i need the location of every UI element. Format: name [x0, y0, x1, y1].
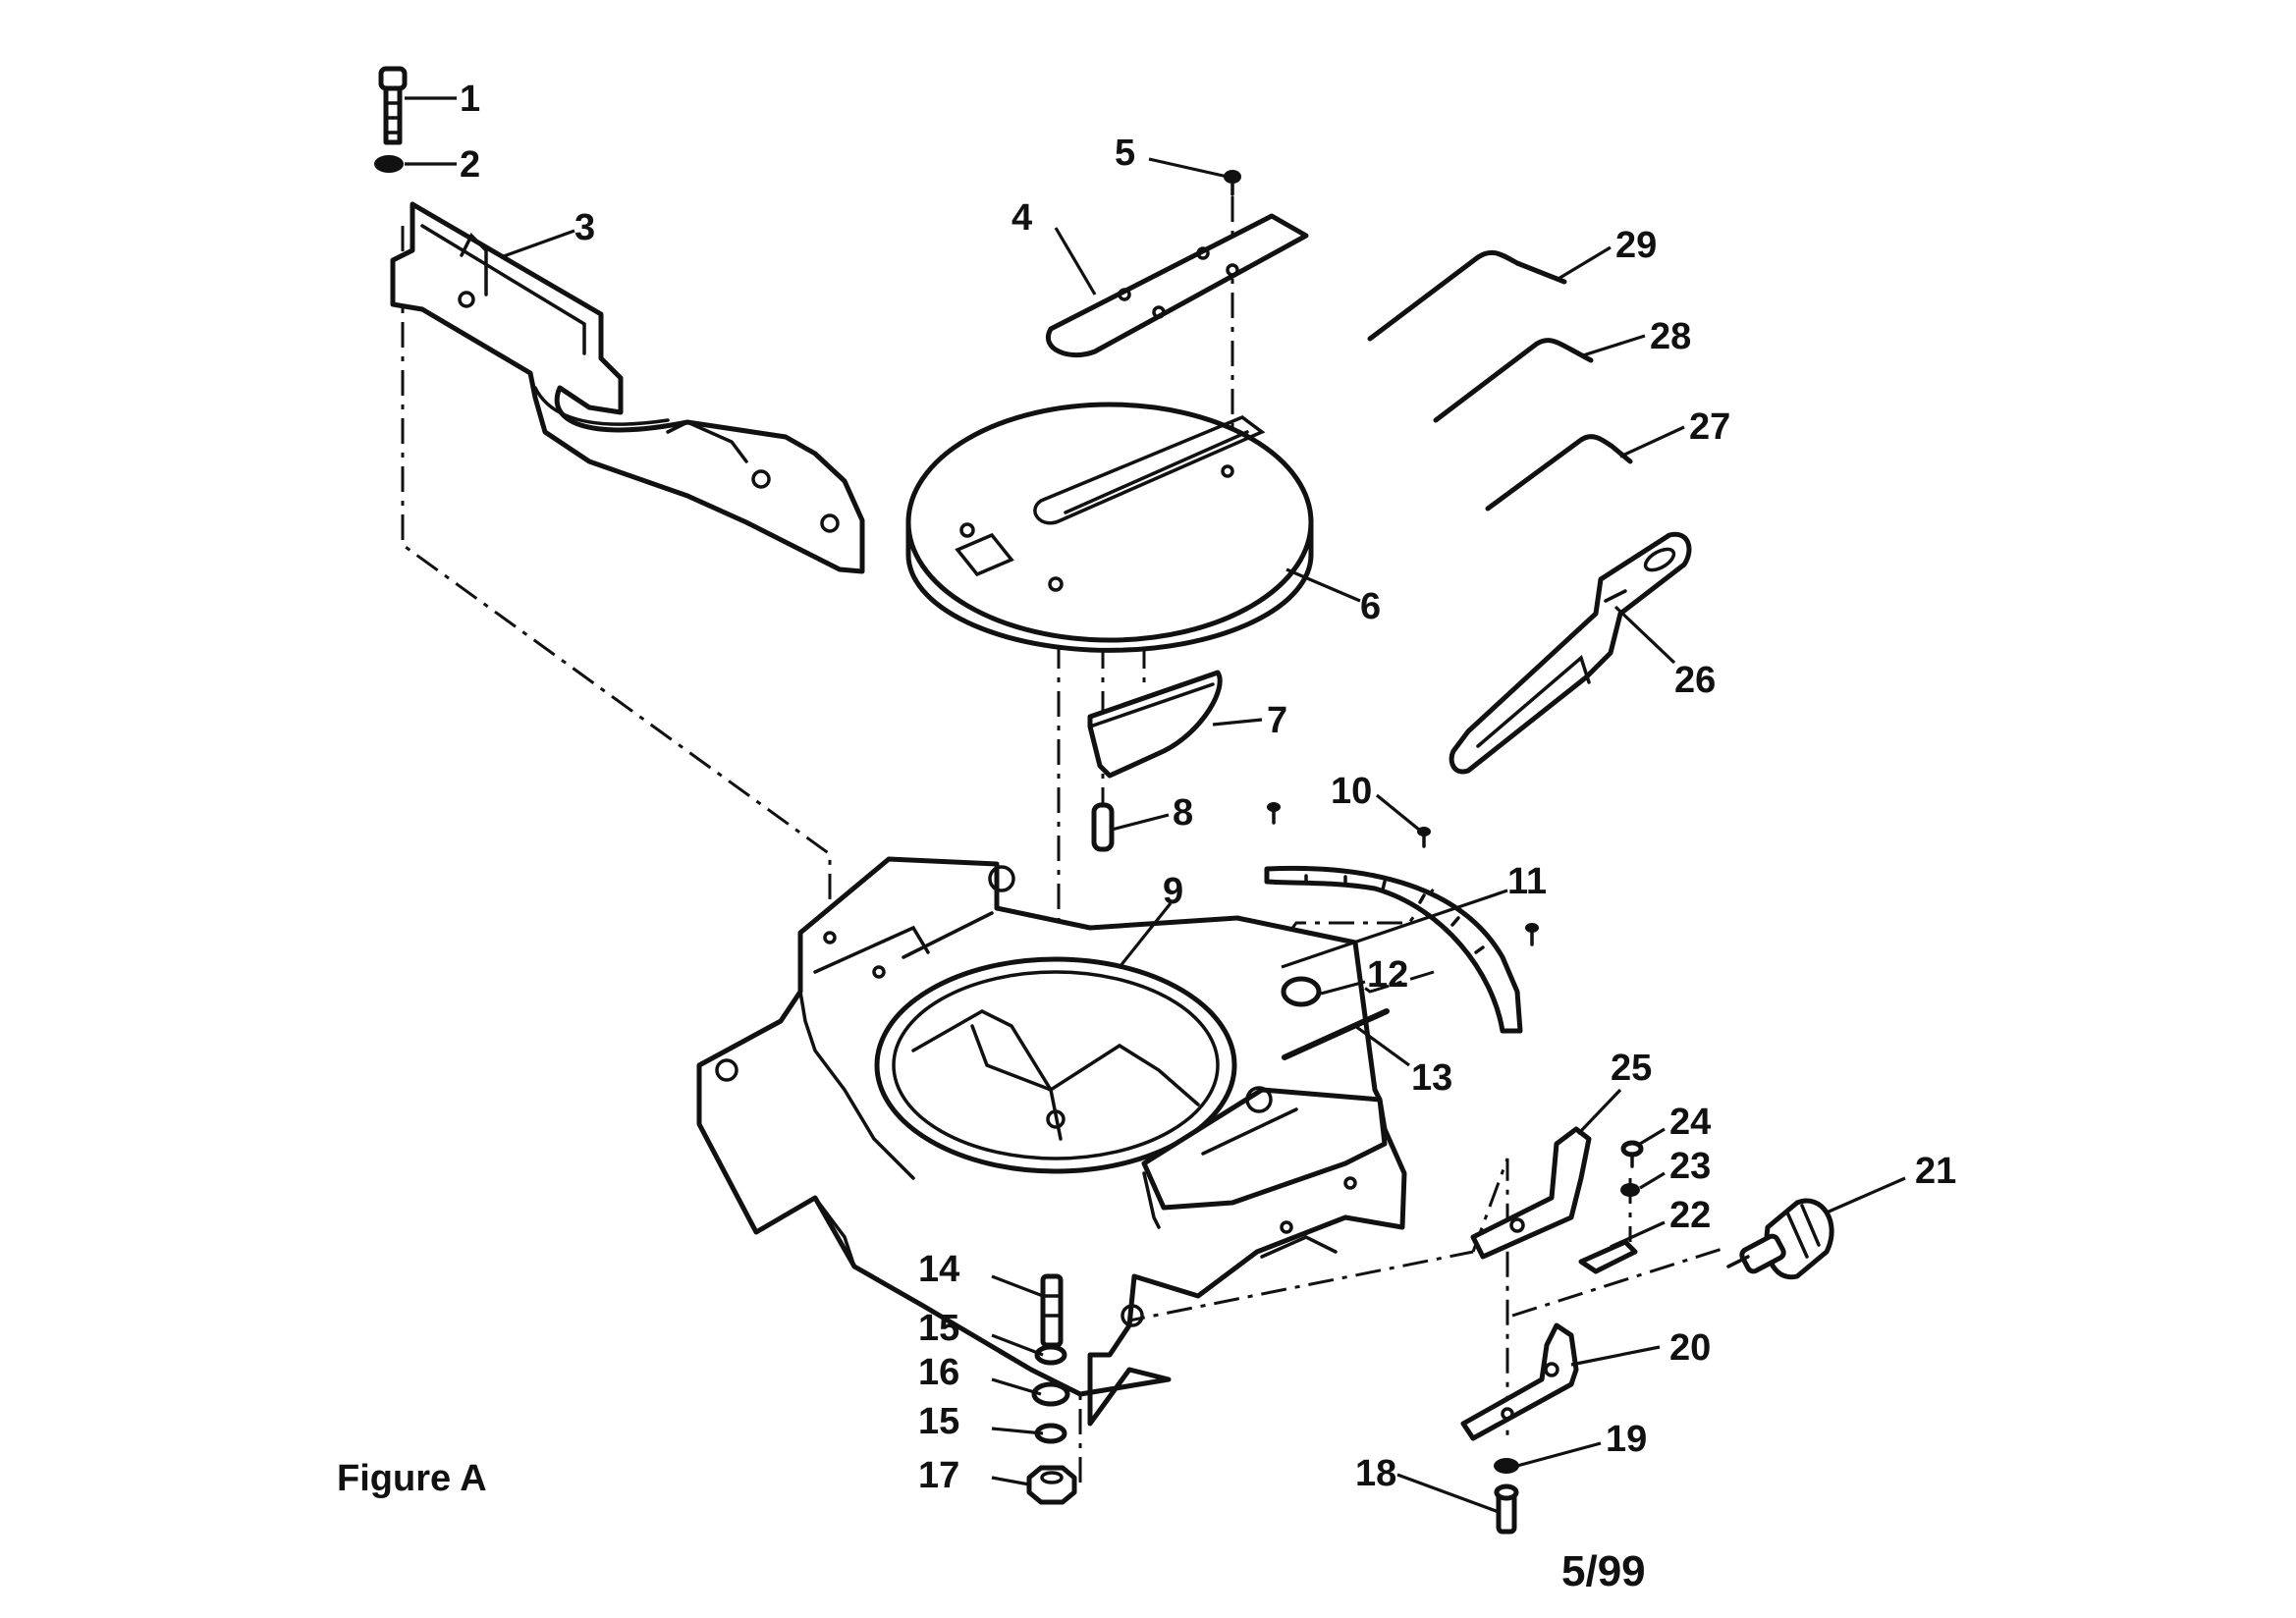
callout-8: 8	[1173, 792, 1193, 834]
callout-4: 4	[1011, 197, 1032, 239]
part-26-bracket	[1449, 531, 1692, 775]
callout-3: 3	[574, 207, 595, 248]
leader-lines	[405, 96, 1906, 1514]
part-9-miter-base	[696, 856, 1407, 1427]
callout-7: 7	[1267, 700, 1287, 741]
callout-18: 18	[1355, 1453, 1396, 1494]
part-13-pin	[1282, 1008, 1390, 1060]
part-8-screw	[1091, 802, 1115, 852]
callout-numbers: 1 2 3 4 5 6 7 8 9 10 11 12 13 14 15 16 1…	[460, 79, 1956, 1496]
callout-28: 28	[1650, 316, 1691, 357]
callout-15-lower: 15	[918, 1401, 959, 1442]
callout-27: 27	[1689, 406, 1730, 448]
part-5-screw	[1224, 170, 1241, 196]
part-6-turntable	[905, 402, 1314, 653]
part-1-bolt	[378, 66, 408, 145]
callout-24: 24	[1669, 1102, 1711, 1143]
callout-14: 14	[918, 1249, 959, 1290]
part-3-fence	[390, 201, 865, 574]
callout-20: 20	[1669, 1327, 1711, 1369]
callout-1: 1	[460, 79, 480, 120]
callout-13: 13	[1411, 1057, 1452, 1099]
part-14-stud	[1040, 1273, 1064, 1348]
callout-9: 9	[1163, 871, 1183, 912]
callout-21: 21	[1915, 1151, 1956, 1192]
callout-23: 23	[1669, 1146, 1711, 1187]
part-18-screw	[1494, 1483, 1519, 1535]
part-27-hex-wrench	[1485, 434, 1633, 512]
callout-16: 16	[918, 1352, 959, 1393]
part-23-washer	[1620, 1183, 1640, 1197]
part-24-screw	[1620, 1140, 1644, 1168]
callout-17: 17	[918, 1455, 959, 1496]
callout-2: 2	[460, 144, 480, 186]
callout-25: 25	[1611, 1048, 1652, 1089]
part-4-table-insert	[1046, 213, 1309, 357]
callout-19: 19	[1606, 1419, 1647, 1460]
callout-15-upper: 15	[918, 1308, 959, 1349]
callout-6: 6	[1360, 586, 1381, 627]
part-12-plug	[1281, 976, 1322, 1007]
callout-29: 29	[1615, 225, 1657, 266]
part-22-lock-plate	[1578, 1239, 1638, 1274]
part-2-washer	[374, 155, 404, 173]
part-21-knob	[1726, 1198, 1834, 1280]
part-25-lock-lever	[1470, 1126, 1592, 1260]
part-10-screws	[1267, 802, 1539, 946]
part-20-lock-bracket	[1460, 1322, 1579, 1441]
callout-11: 11	[1507, 861, 1547, 902]
part-7-clamp	[1087, 670, 1223, 779]
callout-26: 26	[1674, 660, 1716, 701]
part-28-hex-wrench	[1433, 338, 1594, 423]
callout-22: 22	[1669, 1195, 1711, 1236]
part-17-nut	[1026, 1465, 1077, 1505]
alignment-lines	[401, 196, 1729, 1483]
part-16-washer	[1031, 1381, 1070, 1407]
part-19-washer	[1494, 1458, 1519, 1474]
callout-12: 12	[1367, 954, 1408, 996]
callout-5: 5	[1115, 133, 1135, 174]
callout-10: 10	[1331, 771, 1372, 812]
page-number: 5/99	[1561, 1547, 1646, 1595]
figure-caption: Figure A	[337, 1458, 487, 1499]
part-29-hex-wrench	[1367, 249, 1567, 342]
part-15-washer-upper	[1034, 1344, 1067, 1366]
